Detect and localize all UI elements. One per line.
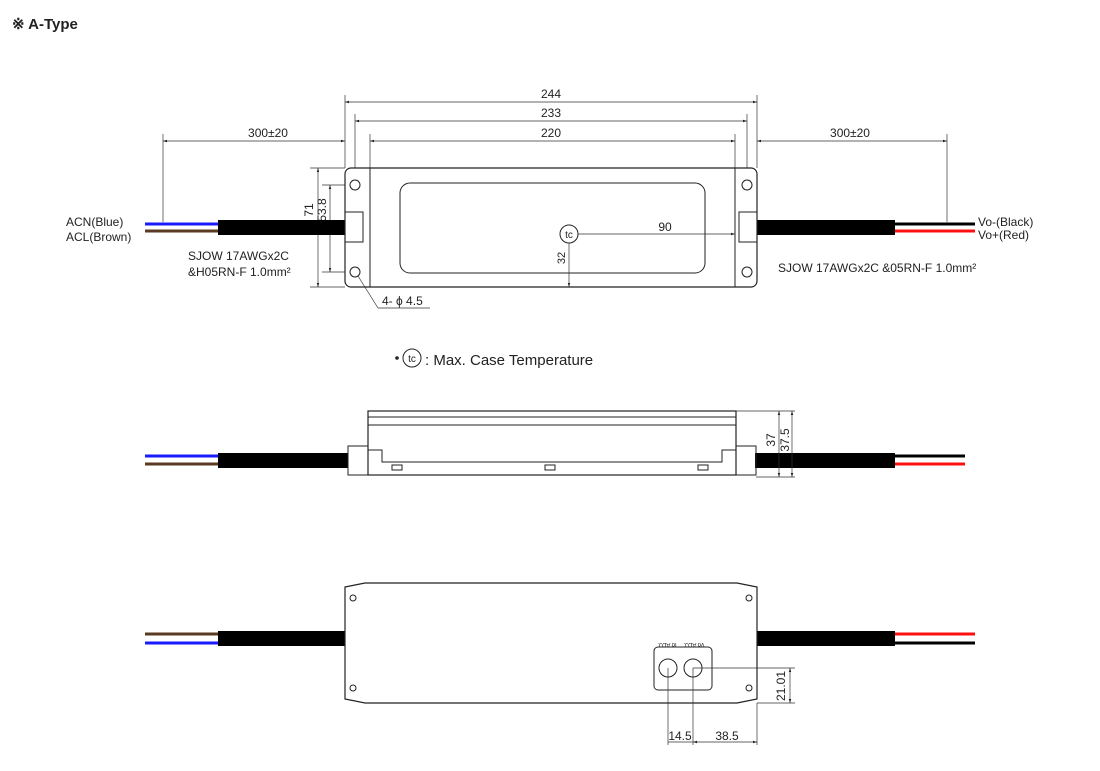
cable-spec-left-1: SJOW 17AWGx2C [188, 249, 289, 263]
dim-38-5: 38.5 [715, 729, 739, 743]
label-area [399, 182, 706, 274]
bottom-view: Io ADJ. Vo ADJ. 14.5 38.5 21.01 [145, 582, 975, 745]
dim-37: 37 [764, 433, 778, 447]
dim-cable-right: 300±20 [830, 126, 870, 140]
label-vo-plus: Vo+(Red) [978, 228, 1029, 242]
dim-90: 90 [658, 220, 672, 234]
dim-cable-left: 300±20 [248, 126, 288, 140]
dim-21-01: 21.01 [774, 671, 788, 701]
hole-spec: 4- ϕ 4.5 [382, 294, 423, 308]
output-cable [757, 220, 895, 235]
cable-gland-left [344, 211, 364, 243]
page-title: ※ A-Type [12, 16, 78, 33]
tc-symbol: tc [565, 230, 573, 241]
dim-71: 71 [302, 203, 316, 217]
cable-spec-left-2: &H05RN-F 1.0mm² [188, 265, 291, 279]
case-top [344, 167, 758, 288]
cable-spec-right: SJOW 17AWGx2C &05RN-F 1.0mm² [778, 261, 976, 275]
dim-32: 32 [556, 252, 568, 264]
label-acl: ACL(Brown) [66, 230, 131, 244]
case-side [367, 410, 737, 476]
label-vo-minus: Vo-(Black) [978, 215, 1033, 229]
dim-14-5: 14.5 [668, 729, 692, 743]
top-view: 244 233 220 300±20 300±20 71 53.8 4- ϕ 4… [66, 87, 1033, 309]
side-view: 37 37.5 [145, 410, 965, 478]
legend-symbol: tc [408, 354, 416, 365]
tc-legend: tc : Max. Case Temperature [395, 348, 593, 369]
legend-text: : Max. Case Temperature [425, 352, 593, 369]
vo-adj-label: Vo ADJ. [683, 641, 705, 647]
dim-37-5: 37.5 [778, 428, 792, 452]
dim-233: 233 [541, 106, 561, 120]
input-cable [218, 220, 345, 235]
adjust-panel [653, 646, 713, 691]
label-acn: ACN(Blue) [66, 215, 123, 229]
dim-53-8: 53.8 [315, 198, 329, 222]
io-adj-label: Io ADJ. [657, 641, 677, 647]
dim-244: 244 [541, 87, 561, 101]
cable-gland-right [738, 211, 758, 243]
dim-220: 220 [541, 126, 561, 140]
mount-holes [349, 179, 753, 278]
